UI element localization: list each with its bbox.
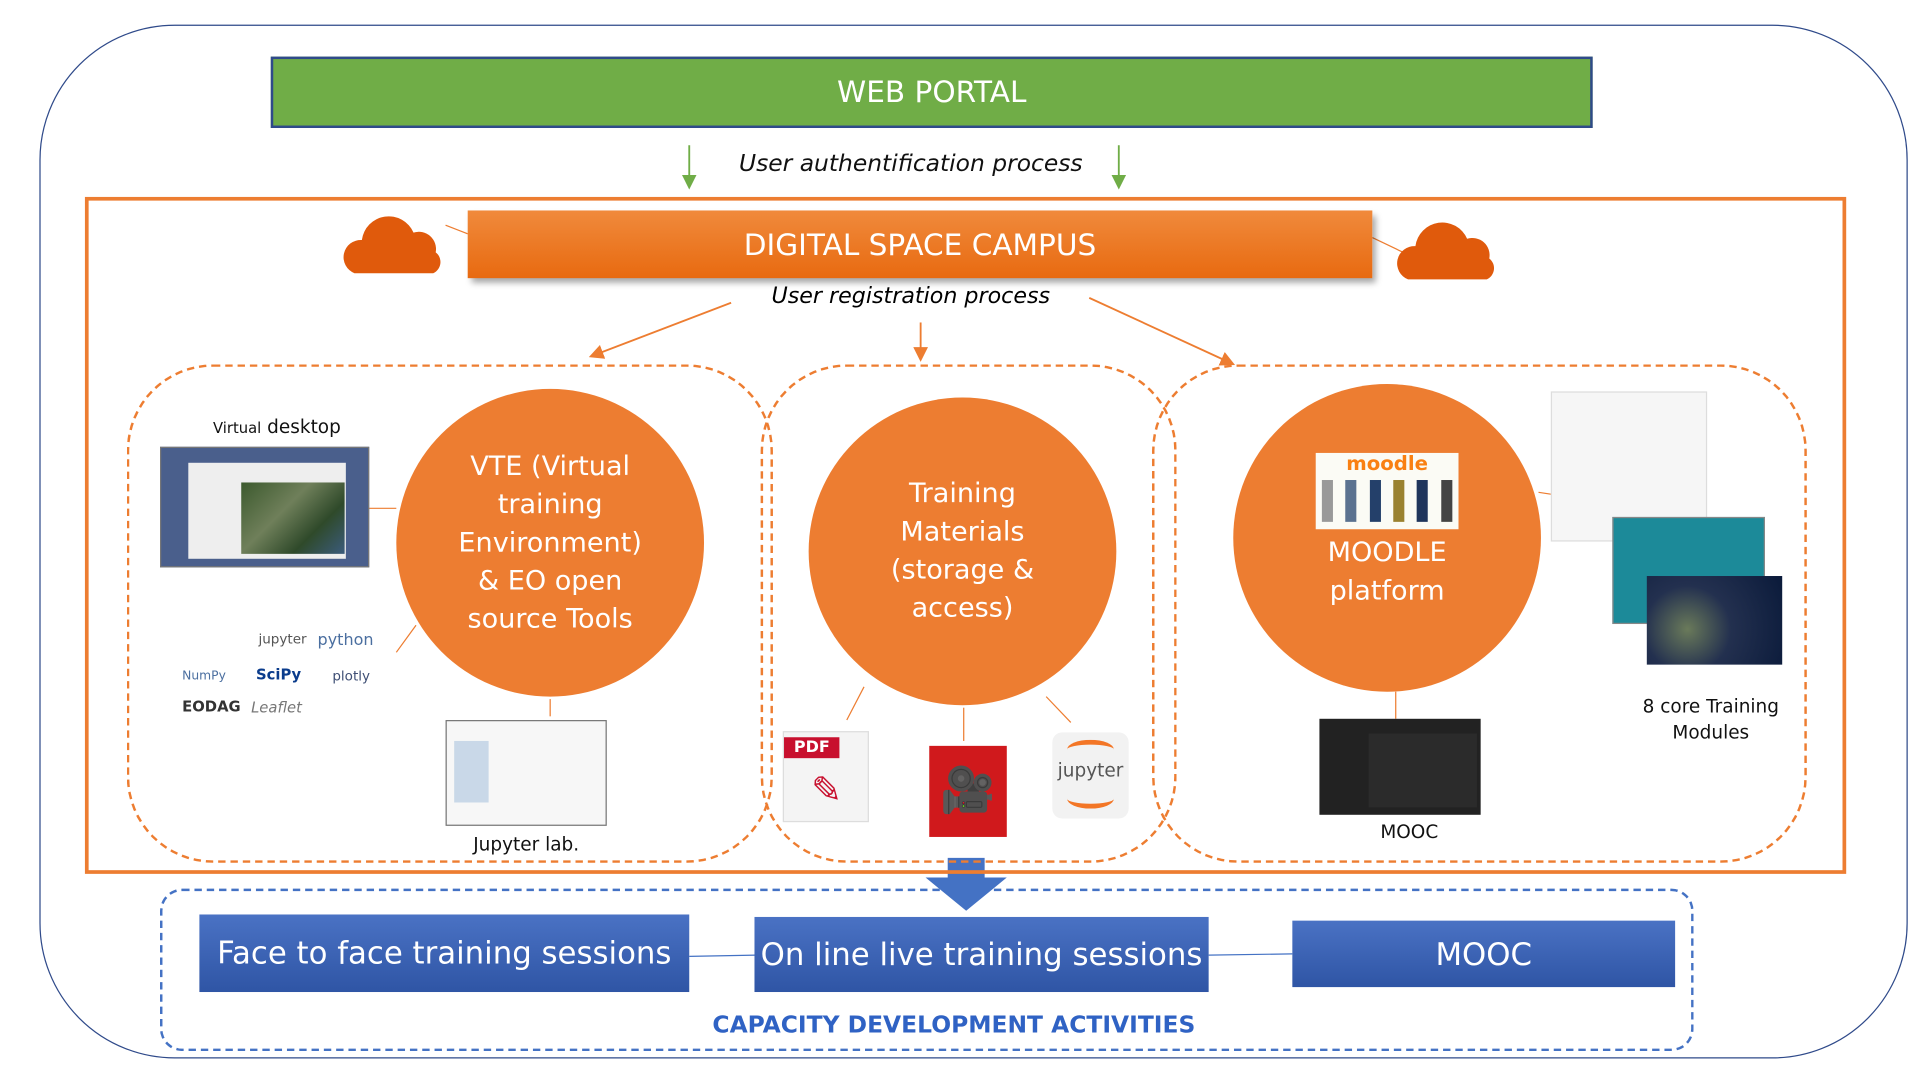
down-arrow-icon xyxy=(925,857,1007,911)
cloud-icon-right xyxy=(1397,222,1495,280)
capacity-development-title: CAPACITY DEVELOPMENT ACTIVITIES xyxy=(712,1011,1196,1039)
mooc-label: MOOC xyxy=(1380,820,1439,844)
face-to-face-box: Face to face training sessions xyxy=(199,914,690,993)
video-icon: 🎥 xyxy=(929,745,1007,837)
training-group xyxy=(760,364,1177,863)
training-materials-circle: Training Materials (storage & access) xyxy=(808,397,1117,706)
capacity-development-frame xyxy=(160,888,1694,1052)
auth-process-label: User authentification process xyxy=(738,150,1083,178)
moodle-logo-image: moodle xyxy=(1315,452,1459,530)
outer-frame xyxy=(39,24,1908,1059)
moodle-circle: moodle MOODLE platform xyxy=(1233,384,1541,692)
reg-arrow-left xyxy=(588,301,732,359)
jupyter-lab-label: Jupyter lab. xyxy=(473,833,580,856)
core-modules-label: 8 core Training Modules xyxy=(1642,695,1779,744)
vte-circle: VTE (Virtual training Environment) & EO … xyxy=(396,388,705,697)
jupyter-lab-screenshot xyxy=(445,720,607,826)
registration-process-label: User registration process xyxy=(771,283,1051,309)
online-live-box: On line live training sessions xyxy=(754,916,1209,993)
module-screenshot-1 xyxy=(1550,391,1708,542)
mooc-screenshot xyxy=(1319,718,1481,815)
eo-tools-logos: jupyter python NumPy SciPy plotly EODAG … xyxy=(182,631,374,717)
jupyter-icon: jupyter xyxy=(1052,732,1129,819)
vte-group xyxy=(126,364,773,863)
moodle-subtitle: platform xyxy=(1329,576,1445,607)
cloud-icon-left xyxy=(343,216,441,274)
web-portal-bar: WEB PORTAL xyxy=(270,56,1593,129)
moodle-group xyxy=(1152,364,1807,863)
mooc-box: MOOC xyxy=(1292,920,1676,988)
digital-campus-frame xyxy=(84,196,1847,874)
pdf-icon: PDF ✎ xyxy=(782,731,869,823)
module-screenshot-3 xyxy=(1646,576,1783,665)
virtual-desktop-label: Virtual desktop xyxy=(213,416,341,439)
moodle-title: MOODLE xyxy=(1327,537,1447,569)
virtual-desktop-screenshot xyxy=(160,446,370,568)
digital-space-campus-bar: DIGITAL SPACE CAMPUS xyxy=(467,210,1373,279)
reg-arrow-right xyxy=(1088,297,1236,366)
